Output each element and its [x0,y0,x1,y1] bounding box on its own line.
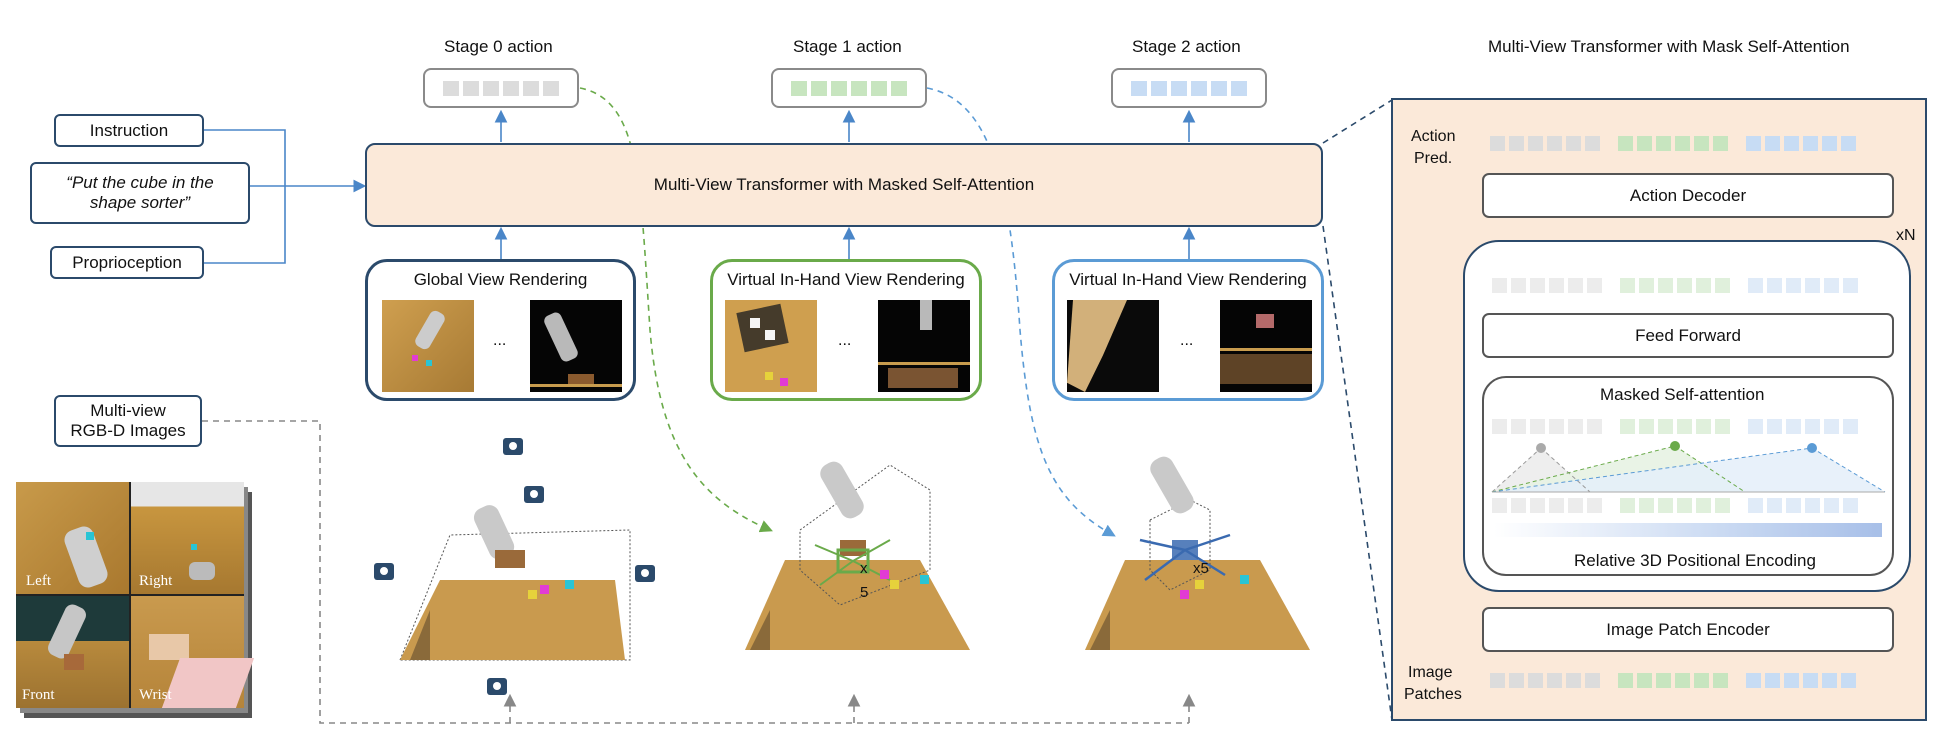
global-render-thumb-1 [382,300,474,392]
relative-pos-label: Relative 3D Positional Encoding [1574,551,1816,570]
camera-label-right: Right [139,573,173,589]
camera-grid: Left Right Front Wrist [16,482,255,708]
masked-self-attention-label: Masked Self-attention [1600,385,1765,404]
stage2-action-tokens [1111,68,1267,108]
proprio-connector [204,186,286,264]
camera-label-wrist: Wrist [139,687,172,703]
camera-icon-top-right [524,486,544,503]
camera-icon-left [374,563,394,580]
camera-icon-right [635,565,655,582]
attention-input-tokens [1492,498,1858,513]
quote-line-2: shape sorter” [89,193,191,212]
action-decoder-box: Action Decoder [1482,173,1894,218]
stage1-action-label: Stage 1 action [793,37,902,56]
attention-output-tokens [1492,419,1858,434]
render-title-global: Global View Rendering [413,270,588,289]
stage2-render-thumb-1 [1067,300,1159,392]
multiview-rgbd-box: Multi-view RGB-D Images [54,395,202,447]
stage1-action-tokens [771,68,927,108]
global-render-thumb-2 [530,300,622,392]
image-patch-tokens [1490,673,1856,688]
stage2-scene-pointcloud [1085,456,1310,650]
camera-right-view: Right [131,482,244,594]
camera-label-left: Left [26,573,51,589]
stage2-action-label: Stage 2 action [1132,37,1241,56]
multiview-line-2: RGB-D Images [70,421,186,440]
transformer-label: Multi-View Transformer with Masked Self-… [653,175,1035,194]
action-pred-line-2: Pred. [1414,150,1453,167]
layer-input-tokens-top [1492,278,1858,293]
stage1-to-scene2-dash [926,87,1116,537]
camera-front-view: Front [16,596,129,708]
render-title-stage1: Virtual In-Hand View Rendering [727,270,965,289]
multiview-routing-dash [202,420,1189,724]
image-patches-line-2: Patches [1404,686,1462,703]
multiview-transformer-block: Multi-View Transformer with Masked Self-… [365,143,1323,227]
stage1-scene-pointcloud [745,461,970,650]
stage1-render-thumb-2 [878,300,970,392]
image-patch-encoder-box: Image Patch Encoder [1482,607,1894,652]
multiview-line-1: Multi-view [90,401,166,420]
stage0-to-scene1-dash [579,87,773,533]
instruction-label: Instruction [89,120,169,140]
stage0-action-label: Stage 0 action [444,37,553,56]
repeat-xn: xN [1896,227,1916,244]
action-pred-line-1: Action [1411,128,1456,145]
feed-forward-label: Feed Forward [1635,325,1741,345]
render-title-stage2: Virtual In-Hand View Rendering [1069,270,1307,289]
attention-mask-diagram [1491,441,1886,493]
zoom-marker-x: x [860,560,868,577]
zoom-marker-x5: x5 [1193,560,1209,577]
instruction-quote-box: “Put the cube in the shape sorter” [30,162,250,224]
quote-line-1: “Put the cube in the [66,173,214,192]
camera-left-view: Left [16,482,129,594]
ellipsis-global: ... [493,332,507,349]
stage0-action-tokens [423,68,579,108]
instruction-connector [204,129,286,186]
feed-forward-box: Feed Forward [1482,313,1894,358]
image-patch-encoder-label: Image Patch Encoder [1606,619,1770,639]
proprioception-box: Proprioception [50,246,204,279]
camera-image-stack: Left Right Front Wrist [16,482,255,718]
stage1-render-thumb-1 [725,300,817,392]
stage2-render-thumb-2 [1220,300,1312,392]
camera-icon-bottom [487,678,507,695]
global-view-rendering-box: Global View Rendering ... [365,259,636,401]
global-scene-pointcloud [399,505,631,661]
zoom-marker-5: 5 [860,584,869,601]
virtual-inhand-rendering-box-1: Virtual In-Hand View Rendering ... [710,259,982,401]
image-patches-line-1: Image [1408,664,1453,681]
ellipsis-stage2: ... [1180,332,1194,349]
ellipsis-stage1: ... [838,332,852,349]
camera-icon-top [503,438,523,455]
action-pred-tokens [1490,136,1856,151]
instruction-box: Instruction [54,114,204,147]
virtual-inhand-rendering-box-2: Virtual In-Hand View Rendering ... [1052,259,1324,401]
panel-title: Multi-View Transformer with Mask Self-At… [1488,37,1850,56]
camera-wrist-view: Wrist [131,596,255,708]
relative-pos-gradient-bar [1494,523,1882,537]
action-decoder-label: Action Decoder [1629,185,1747,205]
camera-label-front: Front [22,687,55,703]
proprioception-label: Proprioception [72,252,182,272]
